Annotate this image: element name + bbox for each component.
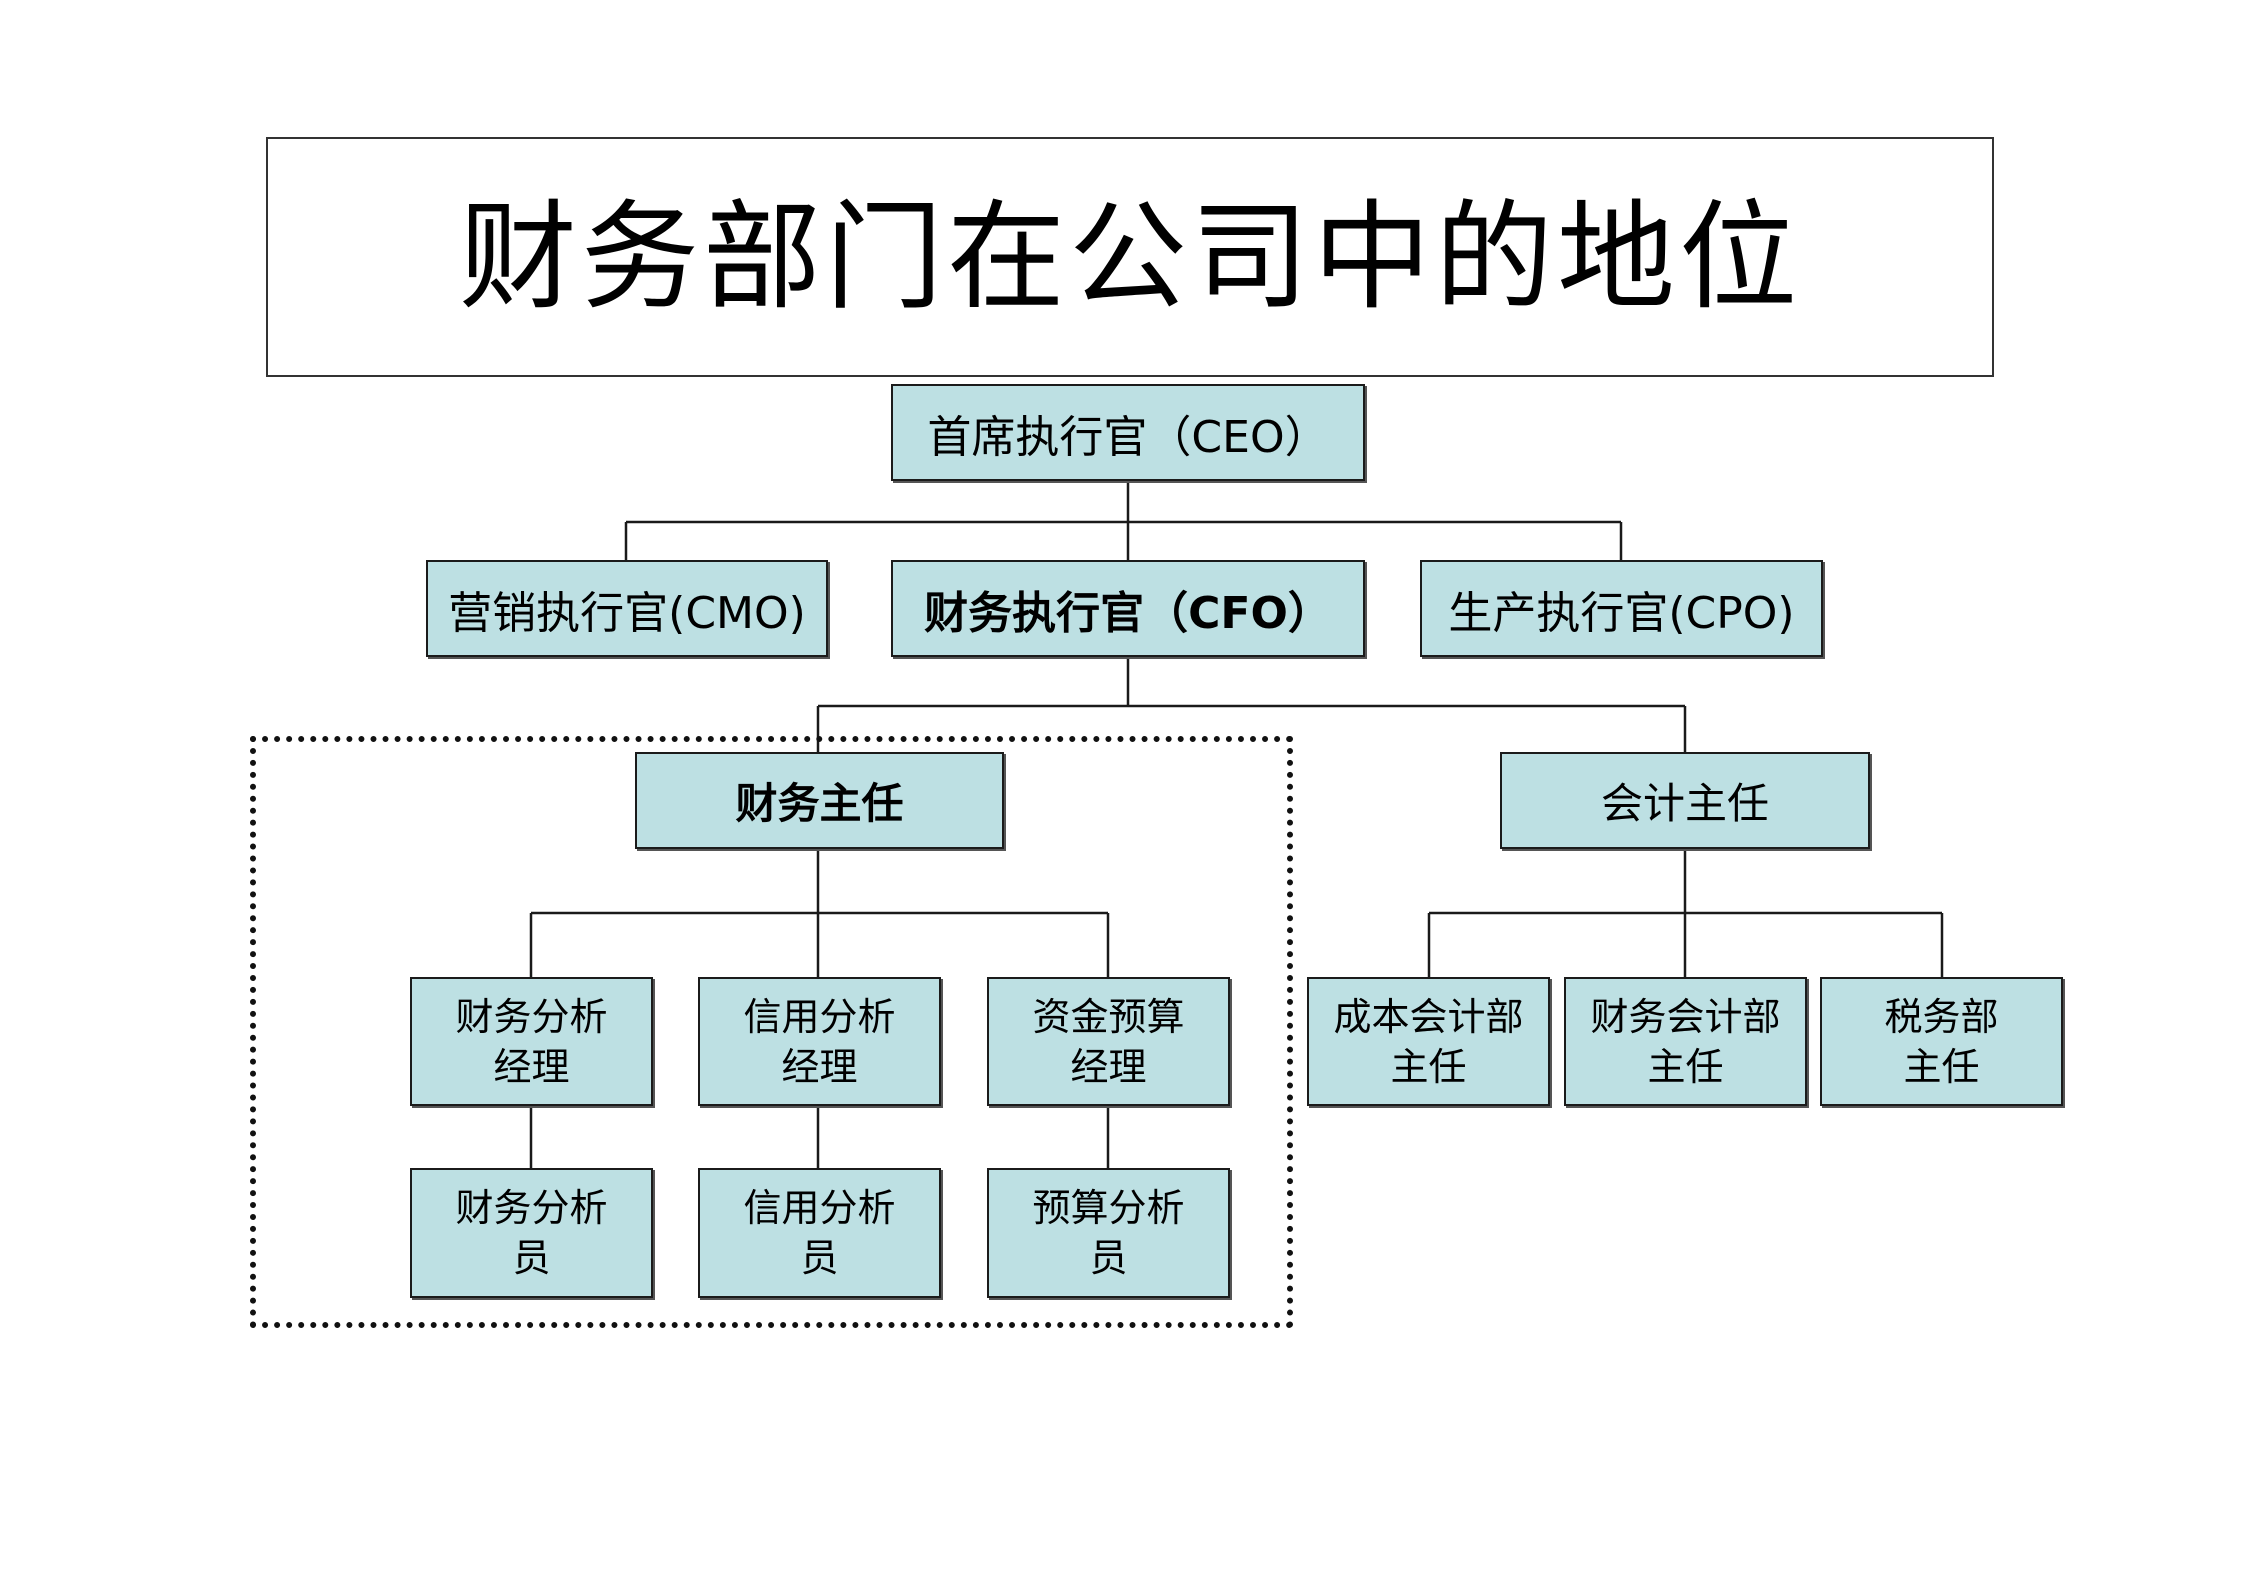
node-capital-budget-manager: 资金预算 经理 [987,977,1230,1106]
node-cost-accounting-head: 成本会计部 主任 [1307,977,1550,1106]
title-box: 财务部门在公司中的地位 [266,137,1994,377]
node-budget-analyst: 预算分析 员 [987,1168,1230,1298]
node-tax-head: 税务部 主任 [1820,977,2063,1106]
node-credit-analyst: 信用分析 员 [698,1168,941,1298]
node-cmo: 营销执行官(CMO) [426,560,828,657]
node-controller: 会计主任 [1500,752,1870,849]
node-cfo: 财务执行官（CFO） [891,560,1365,657]
node-financial-analysis-manager: 财务分析 经理 [410,977,653,1106]
treasurer-group-frame [250,736,1293,1328]
node-treasurer: 财务主任 [635,752,1004,849]
page-title: 财务部门在公司中的地位 [458,188,1801,326]
node-credit-analysis-manager: 信用分析 经理 [698,977,941,1106]
node-financial-accounting-head: 财务会计部 主任 [1564,977,1807,1106]
node-financial-analyst: 财务分析 员 [410,1168,653,1298]
node-ceo: 首席执行官（CEO） [891,384,1365,481]
node-cpo: 生产执行官(CPO) [1420,560,1823,657]
